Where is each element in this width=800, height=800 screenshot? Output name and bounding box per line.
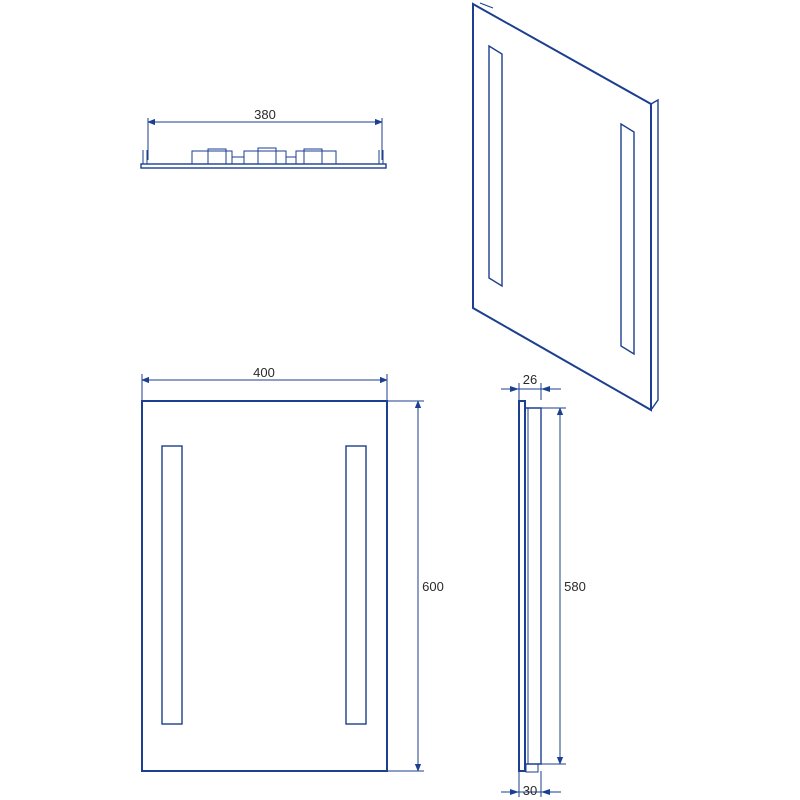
perspective-light-strip-right — [620, 122, 635, 356]
front-width-label: 400 — [253, 365, 275, 380]
side-view: 26 580 30 — [501, 372, 586, 798]
front-light-strip-right — [345, 445, 367, 725]
front-light-strip-left — [161, 445, 183, 725]
side-profile — [518, 400, 542, 773]
perspective-mirror-edge — [650, 98, 659, 411]
top-profile — [140, 147, 387, 169]
perspective-view — [472, 2, 659, 412]
side-bottom-depth-label: 30 — [523, 783, 537, 798]
front-view: 400 600 — [141, 365, 444, 772]
perspective-light-strip-left — [488, 44, 503, 288]
front-height-label: 600 — [422, 579, 444, 594]
side-height-label: 580 — [564, 579, 586, 594]
front-mirror-outline — [141, 400, 388, 772]
top-view: 380 — [140, 107, 387, 169]
side-top-depth-label: 26 — [523, 372, 537, 387]
perspective-mirror-outline — [472, 2, 652, 412]
top-width-label: 380 — [254, 107, 276, 122]
